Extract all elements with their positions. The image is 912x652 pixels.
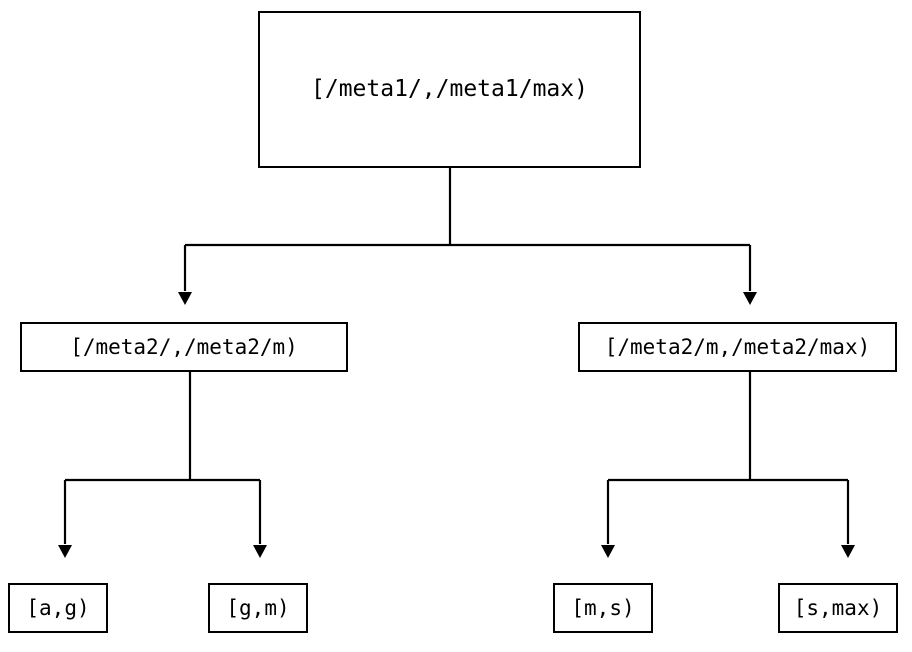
arrowhead-icon [601, 545, 615, 558]
node-leaf-2[interactable]: [g,m) [208, 583, 308, 633]
node-leaf-1[interactable]: [a,g) [8, 583, 108, 633]
node-root[interactable]: [/meta1/,/meta1/max) [258, 11, 641, 168]
arrowhead-icon [253, 545, 267, 558]
node-leaf-4-label: [s,max) [793, 595, 883, 620]
arrowhead-icon [743, 292, 757, 305]
node-mid-right-label: [/meta2/m,/meta2/max) [604, 334, 871, 359]
node-leaf-3-label: [m,s) [571, 595, 635, 620]
node-leaf-1-label: [a,g) [26, 595, 90, 620]
node-leaf-3[interactable]: [m,s) [553, 583, 653, 633]
arrowhead-icon [58, 545, 72, 558]
node-mid-left-label: [/meta2/,/meta2/m) [70, 334, 298, 359]
node-mid-left[interactable]: [/meta2/,/meta2/m) [20, 322, 348, 372]
arrowhead-icon [841, 545, 855, 558]
node-leaf-4[interactable]: [s,max) [778, 583, 898, 633]
node-root-label: [/meta1/,/meta1/max) [311, 76, 588, 102]
arrowhead-icon [178, 292, 192, 305]
node-leaf-2-label: [g,m) [226, 595, 290, 620]
node-mid-right[interactable]: [/meta2/m,/meta2/max) [578, 322, 897, 372]
